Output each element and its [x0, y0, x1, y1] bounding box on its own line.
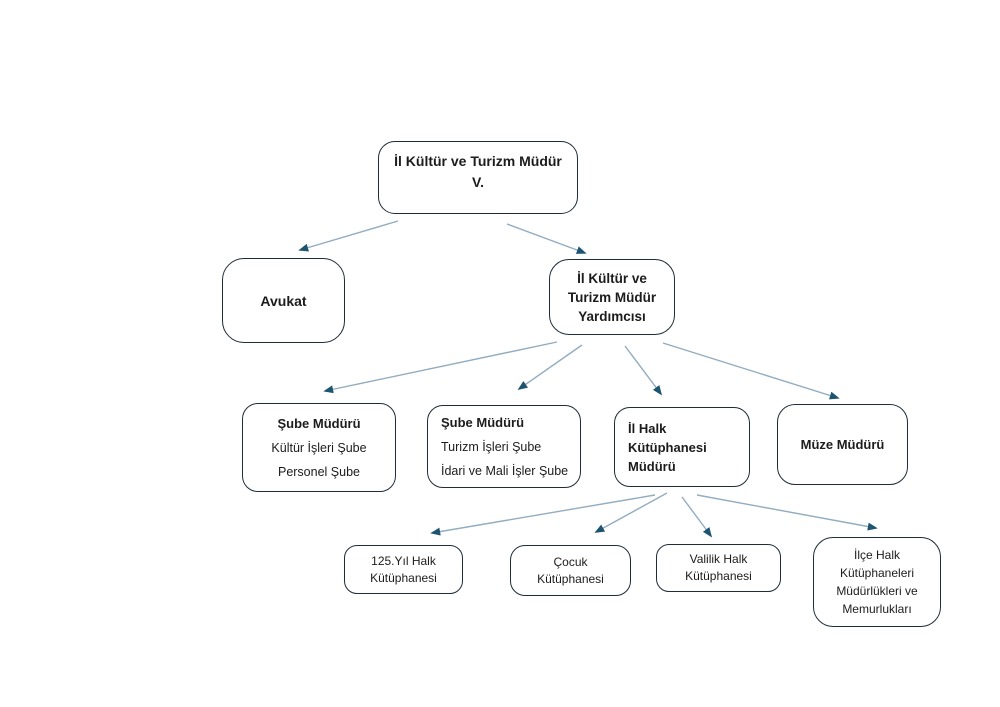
node-label-line: Şube Müdürü	[441, 414, 525, 430]
node-label-line: Turizm İşleri Şube	[441, 439, 542, 454]
edge-root-avukat	[298, 220, 399, 252]
node-il-kultur-ve-turizm-mudur-v: İl Kültür ve Turizm Müdür V.	[378, 141, 578, 214]
node-label-line: Kütüphanesi	[370, 570, 437, 585]
node-label-line: Kütüphanesi	[685, 569, 752, 583]
node-il-kultur-ve-turizm-mudur-yardimcisi: İl Kültür ve Turizm Müdür Yardımcısı	[549, 259, 675, 335]
node-label-line: Müze Müdürü	[800, 437, 885, 452]
node-ilce-halk-kutuphaneleri: İlçe Halk Kütüphaneleri Müdürlükleri ve …	[813, 537, 941, 627]
node-label-line: Yardımcısı	[578, 308, 646, 324]
node-label-line: Müdürü	[628, 458, 676, 474]
node-label-line: İl Kültür ve Turizm Müdür	[394, 153, 562, 169]
edge-yardimcisi-sube-turizm	[517, 344, 583, 391]
edge-yardimcisi-sube-kultur	[323, 341, 558, 394]
node-label-line: Kütüphaneleri	[839, 566, 915, 580]
node-label-line: Kültür İşleri Şube	[271, 440, 367, 455]
node-label-line: Çocuk	[553, 554, 588, 569]
edge-yardimcisi-il-halk	[624, 345, 663, 396]
node-cocuk-kutuphanesi: Çocuk Kütüphanesi	[510, 545, 631, 596]
node-label-line: Valilik Halk	[689, 552, 748, 566]
edge-il-halk-ilce	[696, 494, 878, 531]
node-label-line: Personel Şube	[277, 464, 360, 479]
node-avukat: Avukat	[222, 258, 345, 343]
node-label-line: Avukat	[260, 292, 307, 309]
node-125yil-halk-kutuphanesi: 125.Yıl Halk Kütüphanesi	[344, 545, 463, 594]
edge-root-yardimcisi	[506, 223, 587, 254]
node-label-line: İl Halk	[628, 420, 667, 436]
node-label-line: Memurlukları	[842, 602, 912, 616]
node-sube-mudugu-kultur-isleri: Şube Müdürü Kültür İşleri Şube Personel …	[242, 403, 396, 492]
node-label-line: Kütüphanesi	[537, 571, 604, 586]
node-label-line: Şube Müdürü	[277, 415, 361, 431]
node-label-line: İlçe Halk	[853, 548, 900, 562]
node-sube-mudugu-turizm-isleri: Şube Müdürü Turizm İşleri Şube İdari ve …	[427, 405, 581, 488]
node-label-line: Müdürlükleri ve	[836, 584, 918, 598]
edge-il-halk-yil125	[430, 494, 656, 536]
node-muze-muduru: Müze Müdürü	[777, 404, 908, 485]
node-label-line: 125.Yıl Halk	[371, 553, 436, 568]
edge-il-halk-valilik	[681, 496, 713, 538]
edge-il-halk-cocuk	[594, 492, 668, 533]
node-il-halk-kutuphanesi-muduru: İl Halk Kütüphanesi Müdürü	[614, 407, 750, 487]
node-label-line: İl Kültür ve	[577, 270, 647, 286]
node-label-line: Turizm Müdür	[567, 289, 657, 305]
node-label-line: Kütüphanesi	[628, 439, 707, 455]
node-label-line: İdari ve Mali İşler Şube	[441, 463, 569, 478]
node-valilik-halk-kutuphanesi: Valilik Halk Kütüphanesi	[656, 544, 781, 592]
edge-yardimcisi-muze	[662, 342, 840, 400]
node-label-line: V.	[472, 174, 484, 190]
